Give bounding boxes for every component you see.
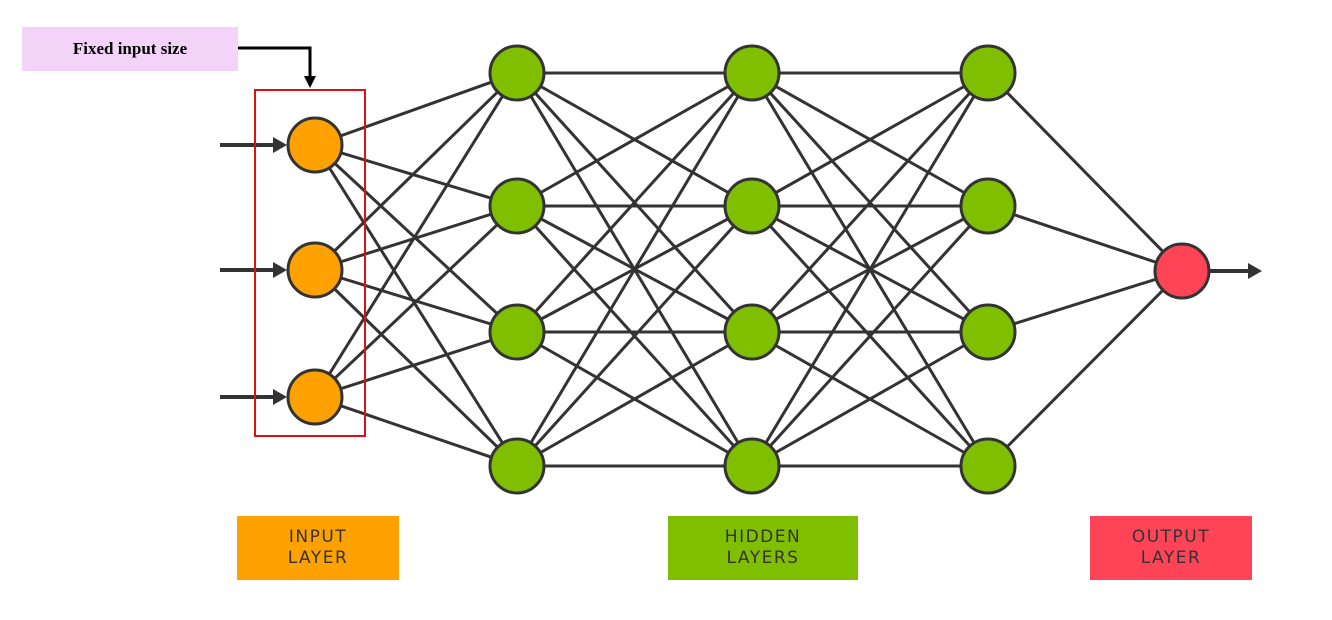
edge-l2n3-l3n0	[750, 72, 990, 467]
input-layer-legend: INPUT LAYER	[237, 516, 399, 580]
hidden-neuron-l1-n2	[488, 303, 546, 361]
hidden-layers-legend: HIDDEN LAYERS	[668, 516, 858, 580]
edge-l1n2-l2n0	[515, 71, 754, 334]
input-layer-legend-line2: LAYER	[287, 548, 349, 568]
edge-l1n3-l2n2	[516, 330, 753, 468]
edge-l0n1-l1n0	[313, 71, 519, 272]
edge-l1n3-l2n1	[515, 204, 754, 468]
io-arrows-group	[220, 137, 1262, 405]
hidden-neuron-l1-n3	[488, 437, 546, 495]
edge-l3n3-l4n0	[986, 269, 1184, 468]
input-neuron-l0-n2	[286, 368, 344, 426]
neurons-group	[286, 44, 1211, 495]
callout-arrowhead	[304, 76, 316, 88]
output-layer-legend-line1: OUTPUT	[1131, 527, 1211, 547]
hidden-layers-legend-line1: HIDDEN	[724, 527, 802, 547]
input-layer-legend-line1: INPUT	[288, 527, 348, 547]
output-layer-legend: OUTPUT LAYER	[1090, 516, 1252, 580]
hidden-neuron-l1-n1	[488, 177, 546, 235]
output-layer-legend-line2: LAYER	[1140, 548, 1202, 568]
edge-l0n2-l1n1	[313, 204, 519, 399]
hidden-layers-legend-line2: LAYERS	[726, 548, 800, 568]
edge-l0n1-l1n3	[313, 268, 519, 468]
edge-l0n2-l1n0	[313, 72, 519, 398]
hidden-neuron-l3-n3	[959, 437, 1017, 495]
input-arrow-2-head	[273, 389, 287, 405]
edge-l0n2-l1n2	[314, 330, 518, 399]
edge-l2n3-l3n1	[750, 204, 990, 468]
edge-l2n3-l3n2	[751, 330, 989, 468]
edge-l1n1-l2n0	[516, 71, 753, 208]
callout-text: Fixed input size	[72, 39, 188, 58]
edge-l3n2-l4n0	[987, 269, 1183, 334]
edge-l0n0-l1n0	[314, 71, 518, 147]
hidden-neuron-l2-n0	[723, 44, 781, 102]
callout-connector-arrow	[238, 46, 312, 78]
hidden-neuron-l3-n1	[959, 177, 1017, 235]
output-neuron-l4-n0	[1153, 242, 1211, 300]
input-arrow-0-head	[273, 137, 287, 153]
hidden-neuron-l3-n2	[959, 303, 1017, 361]
edge-l0n1-l1n1	[314, 204, 518, 272]
edge-l2n2-l3n0	[750, 71, 990, 334]
output-arrow-head	[1248, 263, 1262, 279]
edge-l0n2-l1n3	[314, 395, 518, 468]
hidden-neuron-l2-n2	[723, 303, 781, 361]
hidden-neuron-l2-n1	[723, 177, 781, 235]
hidden-neuron-l2-n3	[723, 437, 781, 495]
hidden-neuron-l1-n0	[488, 44, 546, 102]
edge-l3n1-l4n0	[987, 204, 1183, 273]
hidden-neuron-l3-n0	[959, 44, 1017, 102]
edge-l3n0-l4n0	[986, 71, 1184, 273]
connections-group	[313, 71, 1184, 468]
input-neuron-l0-n0	[286, 116, 344, 174]
edge-l1n3-l2n0	[515, 72, 754, 467]
input-layer-highlight-box	[254, 89, 366, 437]
edge-l0n0-l1n3	[313, 144, 519, 467]
fixed-input-size-callout: Fixed input size	[22, 27, 238, 71]
input-neuron-l0-n1	[286, 241, 344, 299]
edge-l0n0-l1n1	[314, 143, 518, 208]
edge-l2n1-l3n0	[751, 71, 989, 208]
input-arrow-1-head	[273, 262, 287, 278]
